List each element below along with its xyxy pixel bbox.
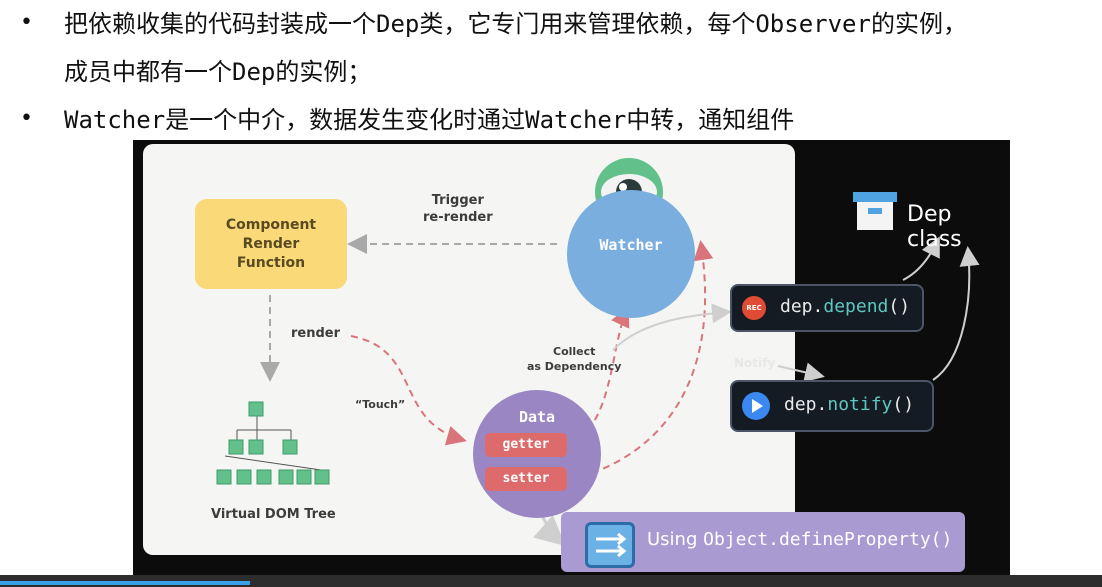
dep-depend-box: REC dep.depend() xyxy=(730,284,924,332)
transfer-icon xyxy=(585,522,635,568)
bullet-list: • 把依赖收集的代码封装成一个Dep类，它专门用来管理依赖，每个Observer… xyxy=(0,0,1102,140)
touch-arrow xyxy=(350,335,467,446)
text-segment: 是一个中介，数据发生变化时通过 xyxy=(165,106,526,134)
text-segment: 成员中都有一个 xyxy=(64,58,232,86)
box-icon xyxy=(853,192,897,230)
code-dep: Dep xyxy=(232,58,276,86)
using-text: Using xyxy=(647,529,704,550)
text-segment: 的实例， xyxy=(870,10,967,38)
define-property-label: Using Object.defineProperty() xyxy=(647,529,952,550)
depend-link-arrow xyxy=(612,303,732,351)
bullet-1-line-1: 把依赖收集的代码封装成一个Dep类，它专门用来管理依赖，每个Observer的实… xyxy=(64,8,967,40)
depend-to-class-arrow xyxy=(902,236,940,281)
watcher-node xyxy=(567,190,695,318)
code-watcher: Watcher xyxy=(525,106,627,134)
code-obj: dep xyxy=(784,394,817,415)
code-paren: () xyxy=(888,296,911,317)
setter-pill: setter xyxy=(485,467,567,491)
trigger-rerender-label: Trigger re-render xyxy=(423,193,493,225)
video-progress-bar[interactable] xyxy=(0,575,1102,587)
dep-notify-code: dep.notify() xyxy=(784,394,914,415)
bullet-2: Watcher是一个中介，数据发生变化时通过Watcher中转，通知组件 xyxy=(64,104,794,136)
play-icon xyxy=(742,392,770,420)
code-dep: Dep xyxy=(376,10,420,38)
text-segment: 类，它专门用来管理依赖，每个 xyxy=(419,10,756,38)
code-paren: () xyxy=(892,394,915,415)
touch-label: “Touch” xyxy=(355,398,406,411)
collect-dependency-label: Collect as Dependency xyxy=(527,345,622,373)
code-dot: . xyxy=(816,394,828,415)
data-label: Data xyxy=(518,408,556,426)
define-property-box: Using Object.defineProperty() xyxy=(561,512,965,572)
transfer-arrows-icon xyxy=(596,532,627,558)
watcher-label: Watcher xyxy=(599,236,663,254)
code-watcher: Watcher xyxy=(64,106,166,134)
render-label: render xyxy=(291,326,341,341)
code-obj: dep xyxy=(780,296,813,317)
code-dot: . xyxy=(812,296,824,317)
getter-pill: getter xyxy=(485,433,567,457)
rec-icon: REC xyxy=(742,296,766,320)
diagram-stage: Component Render Function Trigger re-ren… xyxy=(133,140,1010,575)
progress-fill xyxy=(0,581,250,585)
text-segment: 的实例； xyxy=(275,58,372,86)
text-segment: 中转，通知组件 xyxy=(626,106,795,134)
dep-notify-box: dep.notify() xyxy=(730,380,934,432)
dep-class-label: Dep class xyxy=(907,202,962,252)
code-observer: Observer xyxy=(755,10,871,38)
virtual-dom-tree-icon xyxy=(216,401,330,485)
collect-arrow xyxy=(587,306,630,431)
bullet-1-line-2: 成员中都有一个Dep的实例； xyxy=(64,56,371,88)
code-fn: depend xyxy=(823,296,889,317)
define-property-code: Object.defineProperty() xyxy=(703,529,953,550)
component-render-function: Component Render Function xyxy=(195,199,347,289)
code-fn: notify xyxy=(827,394,893,415)
text-segment: 把依赖收集的代码封装成一个 xyxy=(64,10,376,38)
notify-label-arrow xyxy=(777,362,825,383)
bullet-dot: • xyxy=(20,10,33,35)
notify-label: Notify xyxy=(734,356,776,370)
notify-to-class-arrow xyxy=(932,246,980,381)
bullet-dot: • xyxy=(20,106,33,131)
dep-depend-code: dep.depend() xyxy=(780,296,910,317)
virtual-dom-tree-label: Virtual DOM Tree xyxy=(211,507,336,522)
